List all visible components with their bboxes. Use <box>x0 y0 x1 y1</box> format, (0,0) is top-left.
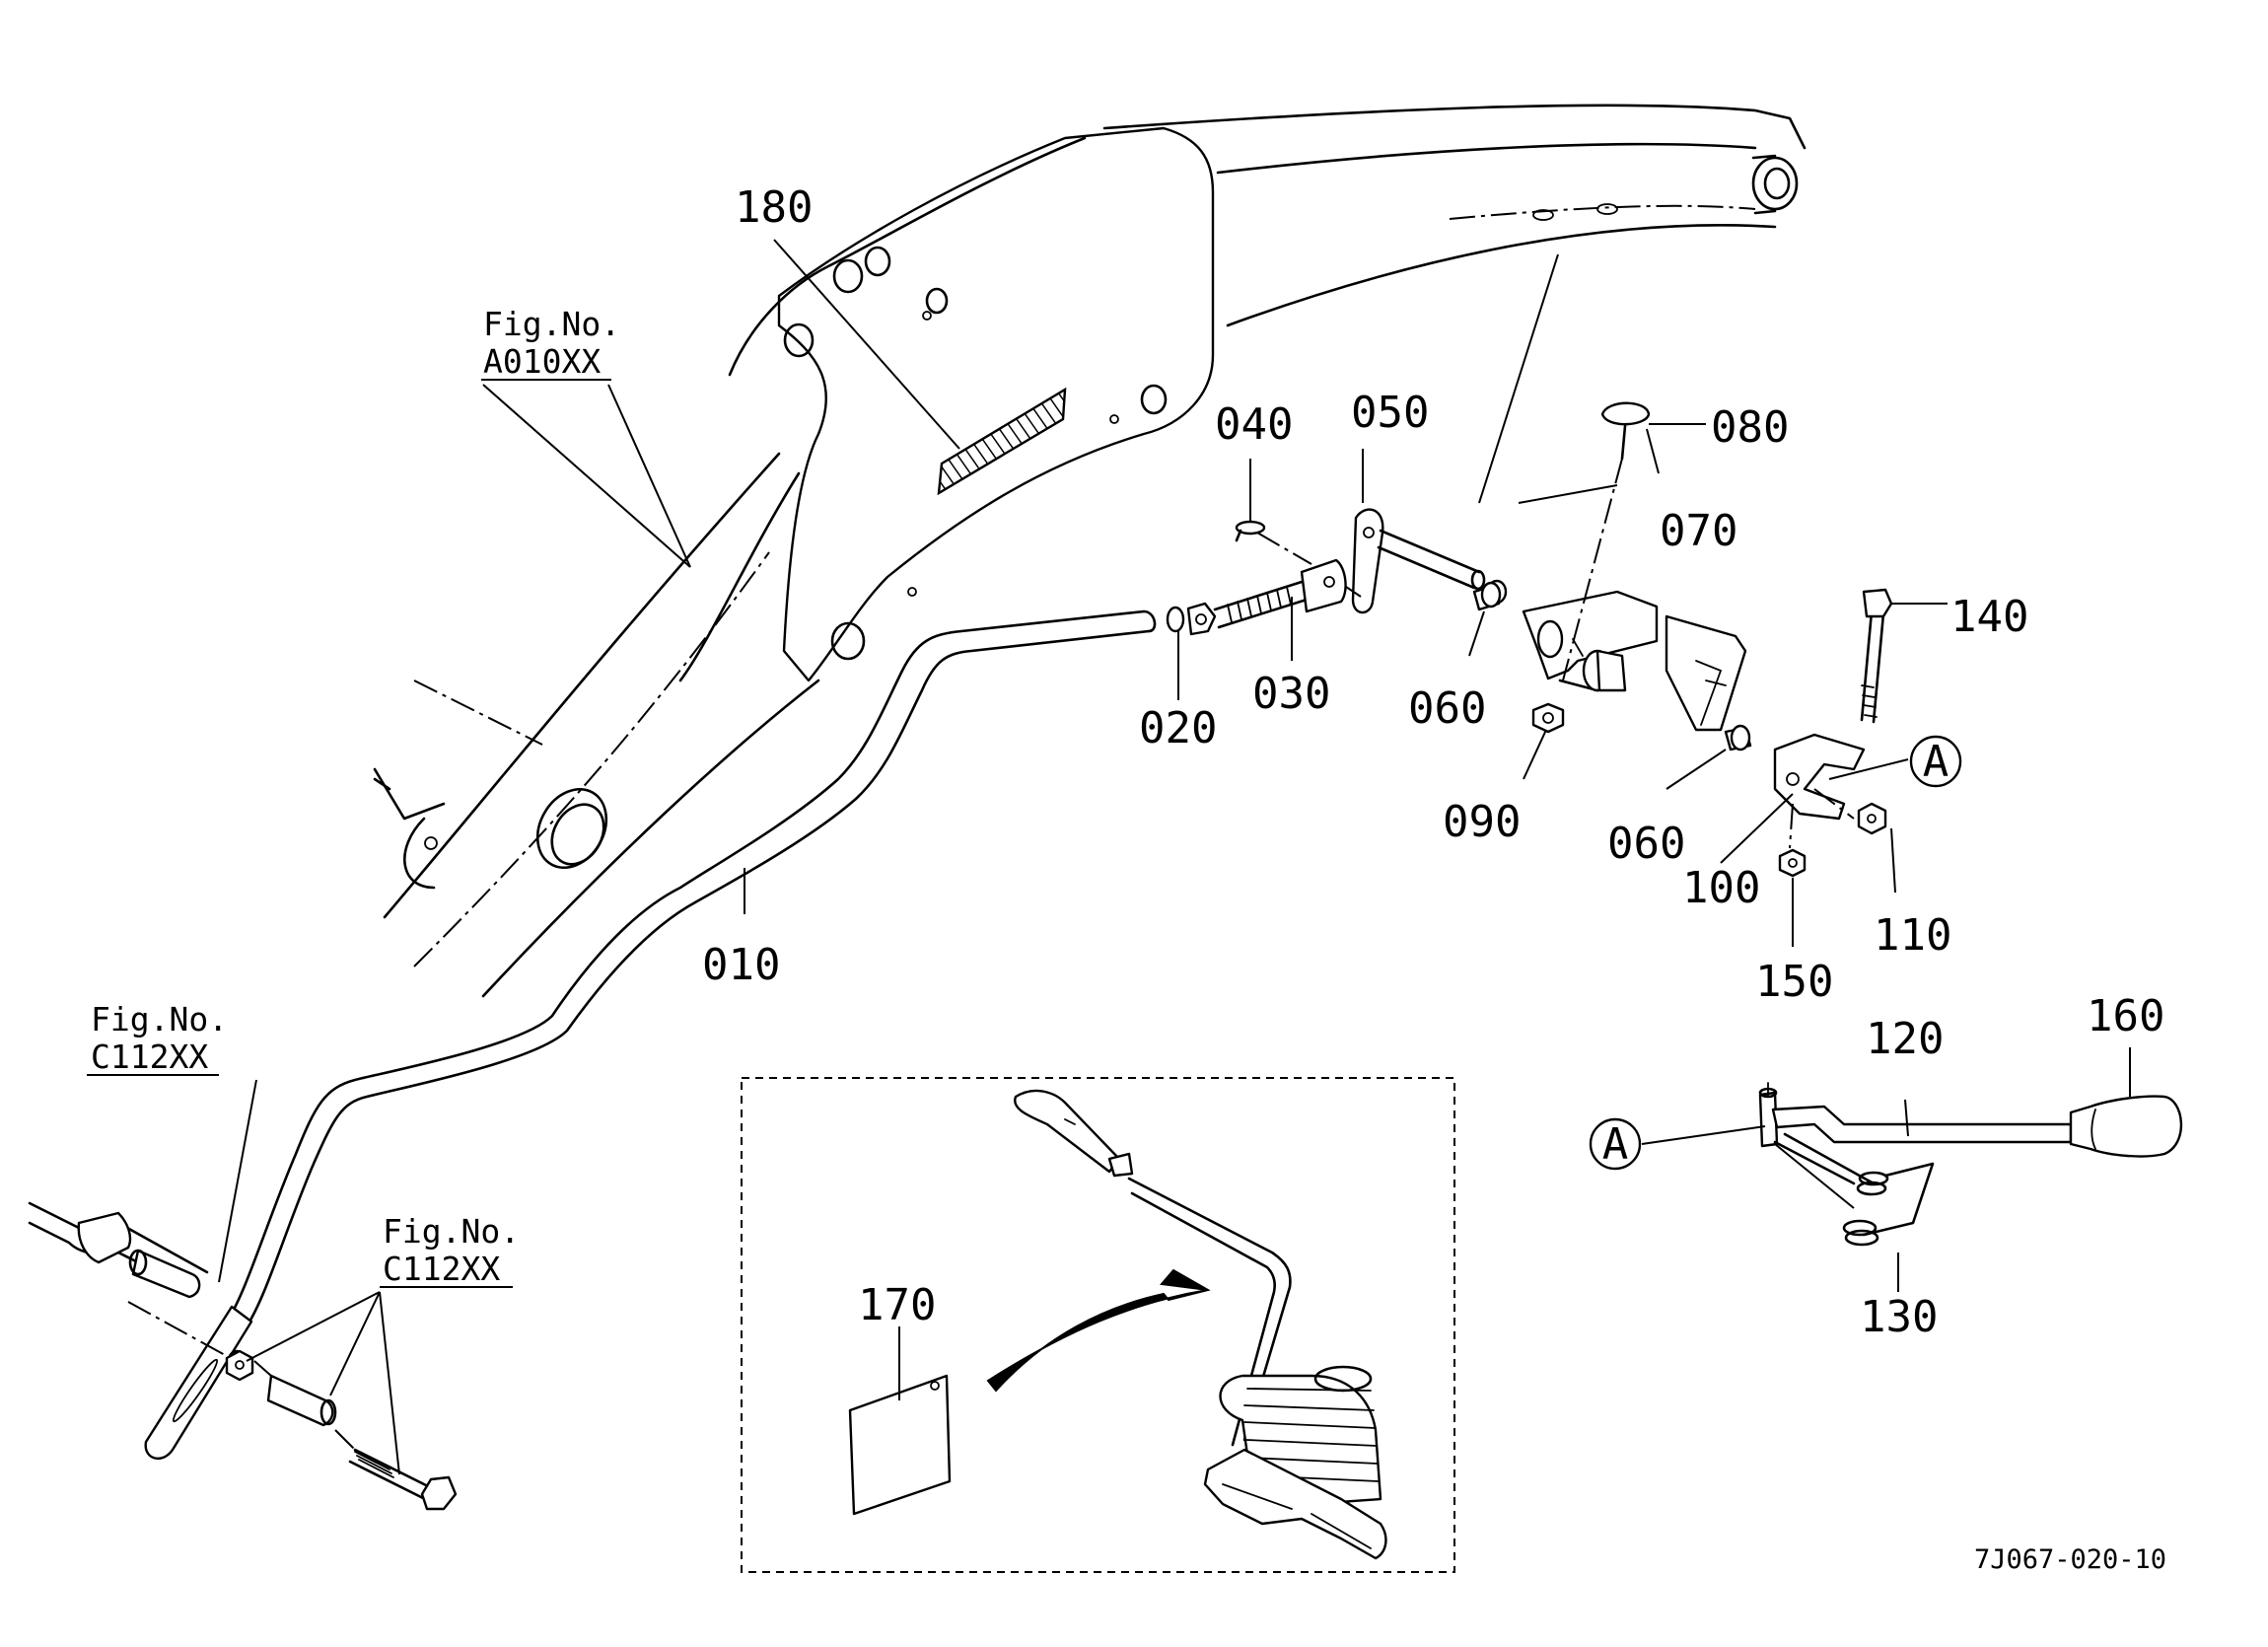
label-080: 080 <box>1711 402 1789 453</box>
label-180: 180 <box>735 182 813 233</box>
leader-lines <box>87 239 2131 1475</box>
part-070-bracket <box>1522 590 1747 732</box>
parts-080-090 <box>1531 401 1651 734</box>
callout-a-2: A <box>1589 1117 1642 1171</box>
label-050: 050 <box>1351 388 1429 438</box>
fig-ref-c112-left-line1: Fig.No. <box>91 1000 228 1038</box>
part-labels: 180 040 050 080 070 140 030 060 020 090 … <box>91 182 2166 1575</box>
fig-ref-a010-line1: Fig.No. <box>483 305 620 343</box>
arrow-icon <box>986 1268 1211 1393</box>
parts-020-040 <box>1142 520 1347 636</box>
label-060-a: 060 <box>1408 683 1486 734</box>
label-170: 170 <box>858 1280 936 1330</box>
label-070: 070 <box>1660 506 1737 556</box>
label-100: 100 <box>1682 863 1760 913</box>
parts-100-150 <box>1773 588 1893 878</box>
inset-box <box>741 1077 1455 1573</box>
label-150: 150 <box>1755 957 1833 1007</box>
label-120: 120 <box>1866 1014 1944 1064</box>
parts-120-160 <box>1758 1082 2183 1247</box>
label-020: 020 <box>1139 703 1217 753</box>
label-040: 040 <box>1215 399 1293 450</box>
label-030: 030 <box>1252 669 1330 719</box>
label-140: 140 <box>1950 592 2028 642</box>
fig-ref-c112-right-line1: Fig.No. <box>383 1212 520 1251</box>
label-110: 110 <box>1874 910 1951 961</box>
label-130: 130 <box>1860 1292 1938 1342</box>
part-010-rod <box>144 609 1151 1461</box>
svg-text:A: A <box>1923 737 1949 787</box>
drawing-code: 7J067-020-10 <box>1974 1544 2166 1575</box>
label-010: 010 <box>702 940 780 990</box>
label-090: 090 <box>1443 797 1521 847</box>
fig-ref-c112-left-line2: C112XX <box>91 1038 208 1076</box>
label-160: 160 <box>2087 991 2164 1041</box>
callout-a-1: A <box>1909 735 1962 788</box>
svg-text:A: A <box>1602 1119 1629 1170</box>
label-060-b: 060 <box>1607 819 1685 869</box>
fig-ref-a010-line2: A010XX <box>483 342 601 381</box>
fig-ref-c112-right-line2: C112XX <box>383 1250 500 1288</box>
loader-arm-frame <box>373 104 1807 998</box>
decal-180 <box>937 387 1067 496</box>
label-card-170 <box>848 1374 952 1516</box>
left-end-parts <box>28 1201 458 1511</box>
parts-060-collars <box>1472 581 1752 752</box>
